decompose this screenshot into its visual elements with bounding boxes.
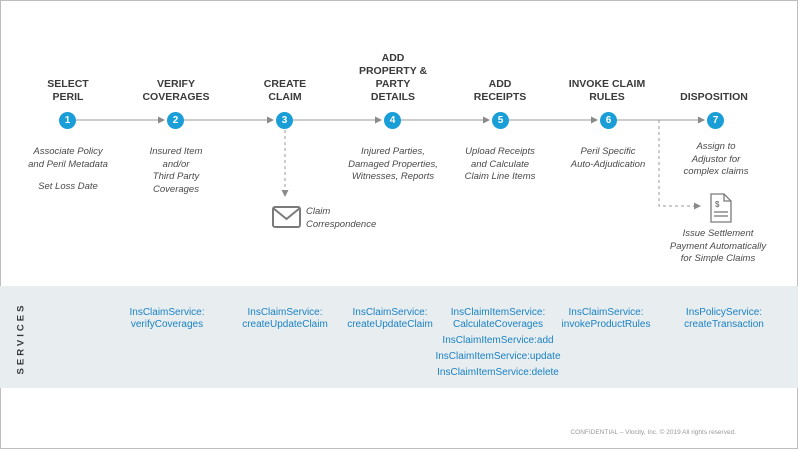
service-link[interactable]: InsClaimService:createUpdateClaim <box>242 307 328 330</box>
service-link[interactable]: InsClaimService:invokeProductRules <box>561 307 651 330</box>
step-number-badge: 4 <box>384 112 401 129</box>
step-number-badge: 1 <box>59 112 76 129</box>
step-number-badge: 7 <box>707 112 724 129</box>
step-description: Injured Parties,Damaged Properties,Witne… <box>348 146 438 182</box>
step-number-badge: 6 <box>600 112 617 129</box>
svg-text:$: $ <box>715 200 720 209</box>
envelope-icon <box>272 206 301 228</box>
document-dollar-icon <box>710 193 732 223</box>
service-link[interactable]: InsClaimItemService:CalculateCoverages I… <box>435 307 561 378</box>
step-number-badge: 3 <box>276 112 293 129</box>
step-number-badge: 5 <box>492 112 509 129</box>
step-title: DISPOSITION <box>680 91 748 103</box>
step-number-badge: 2 <box>167 112 184 129</box>
service-link[interactable]: InsPolicyService:createTransaction <box>684 307 764 330</box>
services-band <box>0 286 798 388</box>
service-link[interactable]: InsClaimService:verifyCoverages <box>129 307 205 330</box>
service-link[interactable]: InsClaimService:createUpdateClaim <box>347 307 433 330</box>
services-label: SERVICES <box>15 302 27 375</box>
confidential-footer: CONFIDENTIAL – Vlocity, Inc. © 2019 All … <box>570 429 736 436</box>
